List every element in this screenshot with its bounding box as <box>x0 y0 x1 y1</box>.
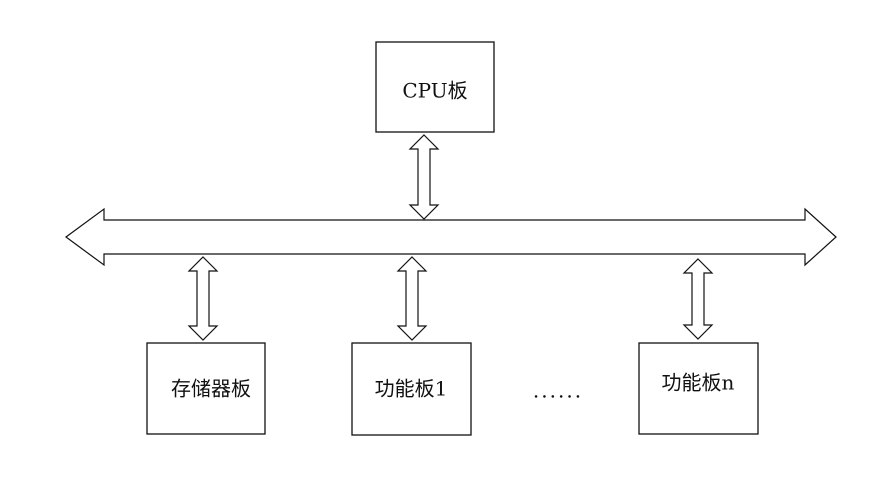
function-board-n: 功能板n <box>638 342 759 435</box>
functionn-bus-connector-arrow <box>682 258 714 340</box>
function-board-1-label: 功能板1 <box>375 377 448 401</box>
memory-bus-connector-arrow <box>187 256 219 341</box>
cpu-board: CPU板 <box>375 41 495 133</box>
function-board-n-label: 功能板n <box>662 371 735 395</box>
function-board-n-box <box>638 342 759 435</box>
cpu-board-box <box>375 41 495 133</box>
memory-board: 存储器板 <box>146 342 266 435</box>
memory-board-box <box>146 342 266 435</box>
system-bus-arrow <box>64 207 837 267</box>
cpu-board-label: CPU板 <box>402 79 467 103</box>
function1-bus-connector-arrow <box>396 256 428 341</box>
more-boards-ellipsis: ...... <box>533 379 583 403</box>
cpu-bus-connector-arrow <box>408 134 440 220</box>
function-board-1-box <box>351 342 472 436</box>
memory-board-label: 存储器板 <box>171 377 251 401</box>
function-board-1: 功能板1 <box>351 342 472 436</box>
